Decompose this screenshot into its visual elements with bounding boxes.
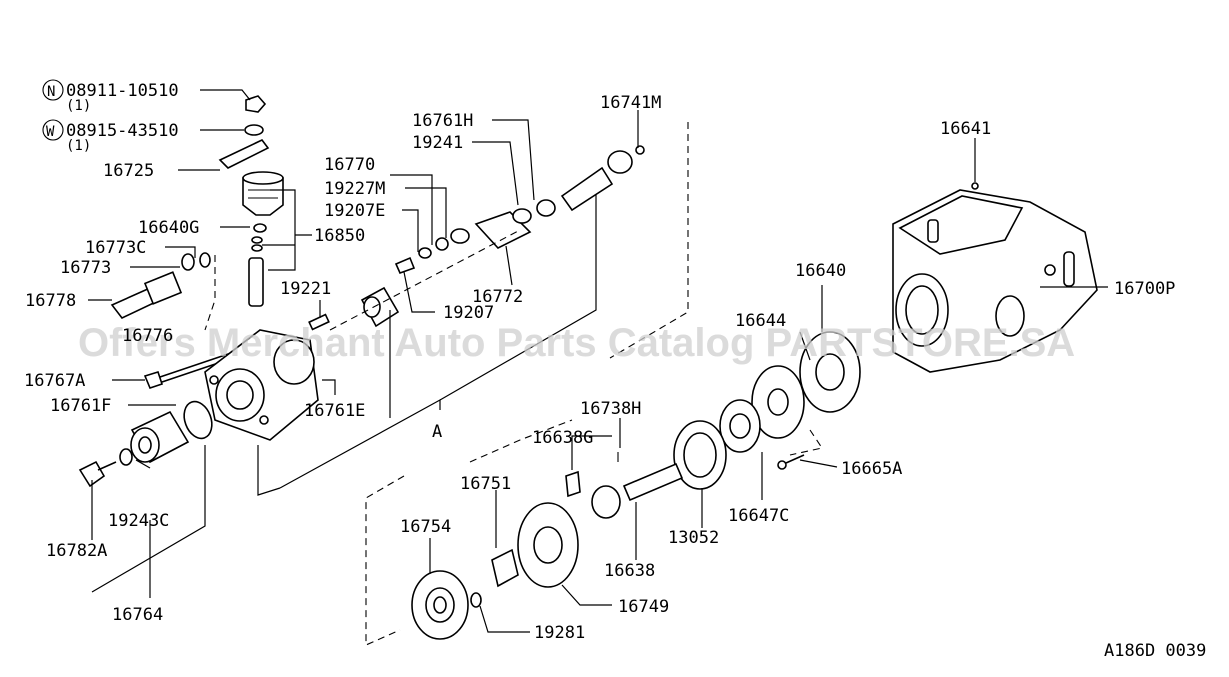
callout-16641: 16641 (940, 119, 991, 139)
callout-16751: 16751 (460, 474, 511, 494)
callout-quantity-b: (1) (66, 138, 91, 154)
part-cover (411, 570, 469, 640)
callout-16782A: 16782A (46, 541, 107, 561)
callout-16761H: 16761H (412, 111, 473, 131)
part-fitting-left (110, 252, 211, 319)
callout-19227M: 19227M (324, 179, 385, 199)
callout-16644: 16644 (735, 311, 786, 331)
callout-16773C: 16773C (85, 238, 146, 258)
callout-16665A: 16665A (841, 459, 902, 479)
callout-16761F: 16761F (50, 396, 111, 416)
callout-16773: 16773 (60, 258, 111, 278)
part-nut-top (218, 95, 270, 169)
part-governor (470, 502, 579, 608)
callout-16738H: 16738H (580, 399, 641, 419)
callout-16778: 16778 (25, 291, 76, 311)
callout-16700P: 16700P (1114, 279, 1175, 299)
callout-19243C: 19243C (108, 511, 169, 531)
callout-16640G: 16640G (138, 218, 199, 238)
callout-16761E: 16761E (304, 401, 365, 421)
callout-16764: 16764 (112, 605, 163, 625)
callout-16770: 16770 (324, 155, 375, 175)
part-cam-ring (799, 331, 861, 413)
part-valve-holder (242, 171, 284, 307)
callout-19221: 19221 (280, 279, 331, 299)
callout-16647C: 16647C (728, 506, 789, 526)
callout-16640: 16640 (795, 261, 846, 281)
callout-19281: 19281 (534, 623, 585, 643)
watermark-text: Offers Merchant Auto Parts Catalog PARTS… (78, 321, 1075, 365)
callout-19241: 19241 (412, 133, 463, 153)
part-pump-head (204, 329, 319, 441)
callout-16638: 16638 (604, 561, 655, 581)
part-screw (777, 454, 805, 470)
callout-08915-43510: 08915-43510 (66, 121, 179, 141)
parts-drawing (78, 95, 1098, 640)
callout-16741M: 16741M (600, 93, 661, 113)
w-symbol: W (46, 124, 55, 140)
diagram-code: A186D 0039 (1104, 641, 1206, 661)
callout-labels: N 08911-10510 (1) W 08915-43510 (1) 1672… (24, 79, 1206, 661)
part-plate (751, 365, 805, 439)
part-pump-housing (892, 182, 1098, 373)
part-ring (719, 399, 761, 453)
callout-19207E: 19207E (324, 201, 385, 221)
w-symbol-circle (42, 119, 64, 141)
part-plunger-group (308, 145, 645, 331)
callout-16725: 16725 (103, 161, 154, 181)
part-drive-shaft (565, 452, 684, 519)
callout-16754: 16754 (400, 517, 451, 537)
n-symbol-circle (42, 79, 64, 101)
part-plug-lower (78, 400, 213, 488)
callout-16767A: 16767A (24, 371, 85, 391)
callout-19207: 19207 (443, 303, 494, 323)
callout-16850: 16850 (314, 226, 365, 246)
callout-16749: 16749 (618, 597, 669, 617)
callout-16772: 16772 (472, 287, 523, 307)
callout-16638G: 16638G (532, 428, 593, 448)
callout-13052: 13052 (668, 528, 719, 548)
part-gear (673, 420, 727, 490)
callout-08911-10510: 08911-10510 (66, 81, 179, 101)
callout-16776: 16776 (122, 326, 173, 346)
n-symbol: N (47, 84, 55, 100)
leader-lines (88, 89, 1108, 633)
group-label-a: A (432, 422, 442, 442)
callout-quantity-a: (1) (66, 98, 91, 114)
dashed-outlines (204, 122, 823, 646)
